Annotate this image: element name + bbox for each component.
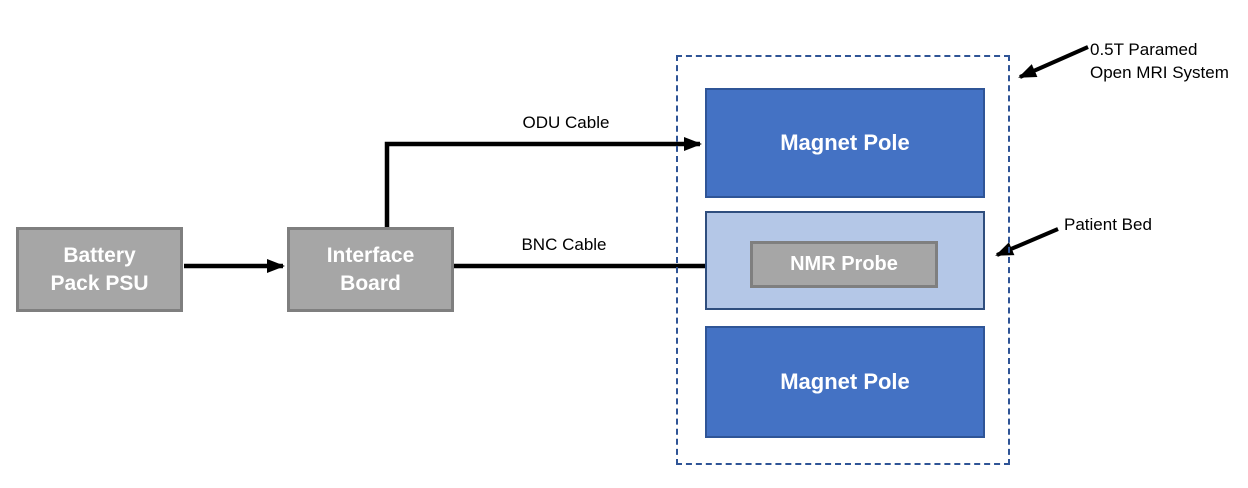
battery-pack-psu-box: Battery Pack PSU — [16, 227, 183, 312]
magnet-pole-bottom-box: Magnet Pole — [705, 326, 985, 438]
magnet-pole-top-box: Magnet Pole — [705, 88, 985, 198]
mri-system-boundary — [676, 55, 1010, 465]
nmr-probe-label: NMR Probe — [790, 253, 898, 275]
mri-system-annotation-line2: Open MRI System — [1090, 63, 1229, 82]
battery-pack-psu-label-line1: Battery — [63, 243, 136, 267]
interface-board-box: Interface Board — [287, 227, 454, 312]
battery-pack-psu-label-line2: Pack PSU — [50, 271, 149, 295]
interface-board-label-line2: Board — [340, 271, 401, 295]
mri-system-annotation: 0.5T Paramed Open MRI System — [1090, 38, 1229, 84]
odu-cable-arrow — [384, 137, 702, 228]
bnc-cable-label: BNC Cable — [521, 235, 607, 254]
odu-cable-label: ODU Cable — [522, 113, 610, 132]
magnet-pole-bottom-label: Magnet Pole — [780, 369, 910, 394]
magnet-pole-top-label: Magnet Pole — [780, 130, 910, 155]
patient-bed-annotation: Patient Bed — [1064, 215, 1152, 234]
nmr-probe-box: NMR Probe — [750, 241, 938, 288]
mri-system-annotation-line1: 0.5T Paramed — [1090, 40, 1198, 59]
interface-board-label-line1: Interface — [326, 243, 415, 267]
mri-system-pointer-arrow — [1018, 45, 1089, 79]
